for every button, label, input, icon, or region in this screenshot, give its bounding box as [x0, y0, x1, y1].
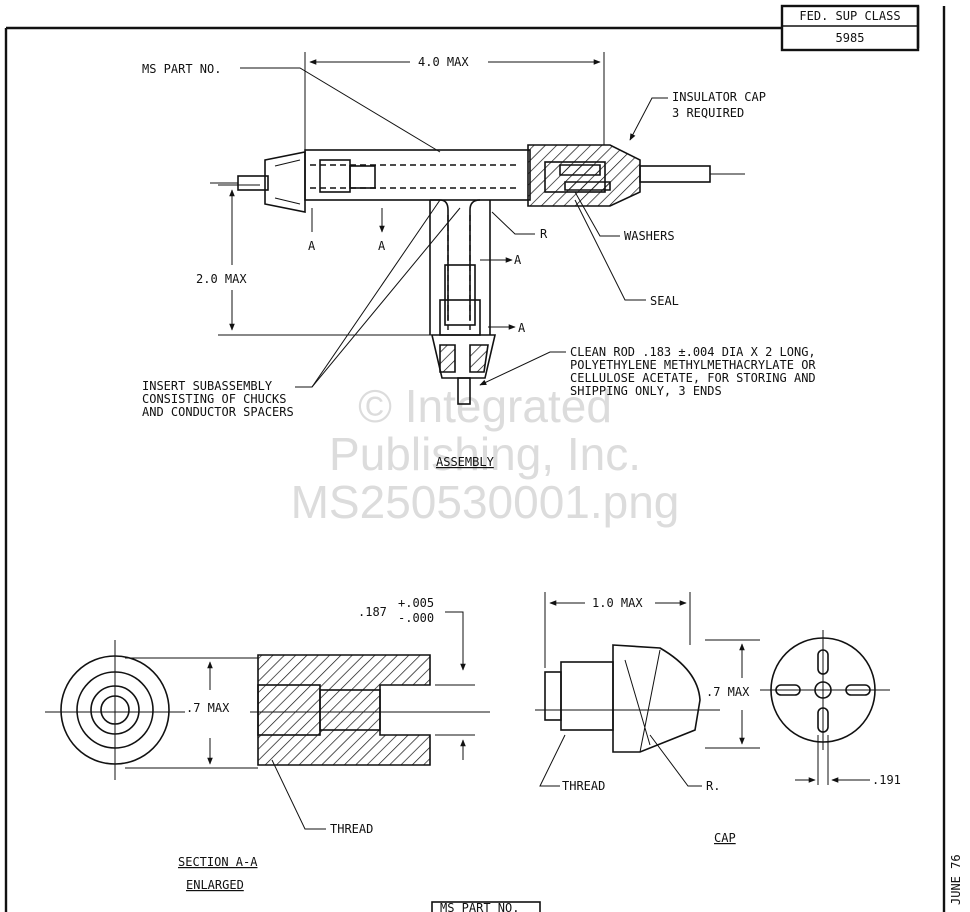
section-a-left: A	[308, 239, 316, 253]
section-a-right-lower: A	[518, 321, 526, 335]
insert-subassembly-line2: CONSISTING OF CHUCKS	[142, 392, 287, 406]
insert-subassembly-line1: INSERT SUBASSEMBLY	[142, 379, 273, 393]
insert-subassembly-line3: AND CONDUCTOR SPACERS	[142, 405, 294, 419]
assembly-radius-label: R	[540, 227, 548, 241]
cap-dim-slot: .191	[872, 773, 901, 787]
cap-thread-label: THREAD	[562, 779, 605, 793]
washers-label: WASHERS	[624, 229, 675, 243]
section-dim-tol-minus: -.000	[398, 611, 434, 625]
watermark-line1: © Integrated	[358, 380, 612, 432]
clean-rod-line3: CELLULOSE ACETATE, FOR STORING AND	[570, 371, 816, 385]
cap-dim-length: 1.0 MAX	[592, 596, 643, 610]
assembly-title: ASSEMBLY	[436, 455, 495, 469]
clean-rod-line4: SHIPPING ONLY, 3 ENDS	[570, 384, 722, 398]
assembly-view: A A A A 4.0 MAX 2.0 MAX MS PART NO. INSU…	[142, 52, 816, 469]
assembly-dim-height: 2.0 MAX	[196, 272, 247, 286]
cap-radius-label: R.	[706, 779, 720, 793]
section-title-line1: SECTION A-A	[178, 855, 258, 869]
cap-title: CAP	[714, 831, 736, 845]
insulator-cap-line1: INSULATOR CAP	[672, 90, 766, 104]
section-a-mid: A	[378, 239, 386, 253]
section-dim-tol-plus: +.005	[398, 596, 434, 610]
section-title-line2: ENLARGED	[186, 878, 244, 892]
sheet-border	[4, 6, 946, 912]
insulator-cap-line2: 3 REQUIRED	[672, 106, 744, 120]
section-dim-tol-base: .187	[358, 605, 387, 619]
section-a-right-upper: A	[514, 253, 522, 267]
watermark-line3: MS250530001.png	[291, 476, 680, 528]
fed-sup-class-box: FED. SUP CLASS 5985	[780, 4, 920, 52]
watermark: © Integrated Publishing, Inc. MS25053000…	[291, 380, 680, 528]
clean-rod-line1: CLEAN ROD .183 ±.004 DIA X 2 LONG,	[570, 345, 816, 359]
cap-view: 1.0 MAX .7 MAX THREAD R. .191 CAP	[535, 592, 901, 845]
watermark-line2: Publishing, Inc.	[329, 428, 641, 480]
revision-date: JUNE 76	[949, 854, 963, 905]
seal-label: SEAL	[650, 294, 679, 308]
footer: MS PART NO. JUNE 76	[431, 854, 963, 912]
section-view: .7 MAX .187 +.005 -.000 THREAD SECTION A…	[45, 596, 490, 892]
cap-dim-diameter: .7 MAX	[706, 685, 750, 699]
ms-part-no-label: MS PART NO.	[142, 62, 221, 76]
section-thread-label: THREAD	[330, 822, 373, 836]
section-dim-diameter: .7 MAX	[186, 701, 230, 715]
fed-sup-class-label: FED. SUP CLASS	[799, 9, 900, 23]
ms-part-no-box: MS PART NO.	[440, 901, 519, 912]
clean-rod-line2: POLYETHYLENE METHYLMETHACRYLATE OR	[570, 358, 816, 372]
fed-sup-class-value: 5985	[836, 31, 865, 45]
assembly-dim-length: 4.0 MAX	[418, 55, 469, 69]
